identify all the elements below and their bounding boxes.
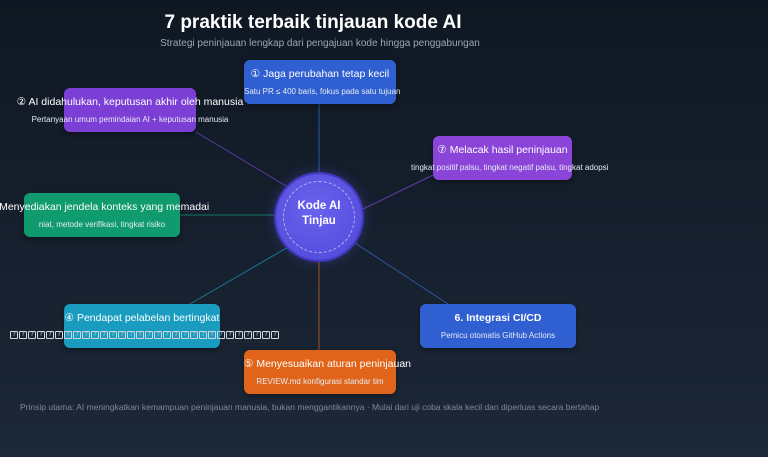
connector-node-7 [360,174,434,211]
node-5-desc: REVIEW.md konfigurasi standar tim [256,377,384,386]
missing-glyph-box: ? [145,331,153,339]
missing-glyph-box: ? [262,331,270,339]
node-5-title: ⑤ Menyesuaikan aturan peninjauan [244,358,412,370]
node-2-desc: Pertanyaan umum pemindaian AI + keputusa… [31,115,229,124]
missing-glyph-box: ? [100,331,108,339]
connector-node-2 [195,131,287,187]
missing-glyph-box: ? [19,331,27,339]
node-card-7: ⑦ Melacak hasil peninjauan tingkat posit… [411,136,608,180]
missing-glyph-box: ? [28,331,36,339]
connector-node-4 [189,245,291,305]
missing-glyph-box: ? [199,331,207,339]
missing-glyph-box: ? [154,331,162,339]
node-card-1: ① Jaga perubahan tetap kecil Satu PR ≤ 4… [244,60,401,104]
page-title: 7 praktik terbaik tinjauan kode AI [164,12,462,33]
node-card-6: 6. Integrasi CI/CD Pemicu otomatis GitHu… [420,304,576,348]
node-1-desc: Satu PR ≤ 400 baris, fokus pada satu tuj… [244,87,401,96]
missing-glyph-box: ? [244,331,252,339]
node-card-3: ③ Menyediakan jendela konteks yang memad… [0,193,209,237]
node-card-2: ② AI didahulukan, keputusan akhir oleh m… [17,88,243,132]
missing-glyph-box: ? [136,331,144,339]
node-6-desc: Pemicu otomatis GitHub Actions [440,331,556,340]
missing-glyph-box: ? [118,331,126,339]
node-2-title: ② AI didahulukan, keputusan akhir oleh m… [16,96,244,108]
missing-glyph-box: ? [217,331,225,339]
node-4-title: ④ Pendapat pelabelan bertingkat [64,312,220,324]
node-3-desc: niat, metode verifikasi, tingkat risiko [38,220,166,229]
footer-note: Prinsip utama: AI meningkatkan kemampuan… [20,402,600,412]
page-subtitle: Strategi peninjauan lengkap dari pengaju… [160,38,480,49]
node-1-title: ① Jaga perubahan tetap kecil [250,68,390,80]
missing-glyph-row: ?????????????????????????????? [10,331,279,339]
missing-glyph-box: ? [109,331,117,339]
missing-glyph-box: ? [226,331,234,339]
missing-glyph-box: ? [190,331,198,339]
missing-glyph-box: ? [235,331,243,339]
node-7-title: ⑦ Melacak hasil peninjauan [437,144,568,156]
hub-label-line1: Kode AI [297,200,341,212]
missing-glyph-box: ? [91,331,99,339]
hub-label-line2: Tinjau [302,215,336,227]
node-7-desc: tingkat positif palsu, tingkat negatif p… [411,163,609,172]
missing-glyph-box: ? [64,331,72,339]
missing-glyph-box: ? [208,331,216,339]
missing-glyph-box: ? [55,331,63,339]
missing-glyph-box: ? [10,331,18,339]
hub-dashed-ring [283,181,355,253]
missing-glyph-box: ? [253,331,261,339]
missing-glyph-box: ? [163,331,171,339]
missing-glyph-box: ? [271,331,279,339]
node-card-5: ⑤ Menyesuaikan aturan peninjauan REVIEW.… [244,350,412,394]
node-card-4: ④ Pendapat pelabelan bertingkat [64,304,220,348]
node-3-title: ③ Menyediakan jendela konteks yang memad… [0,201,210,213]
connector-node-6 [354,242,449,305]
node-6-title: 6. Integrasi CI/CD [454,312,542,324]
missing-glyph-box: ? [181,331,189,339]
missing-glyph-box: ? [46,331,54,339]
missing-glyph-box: ? [82,331,90,339]
missing-glyph-box: ? [127,331,135,339]
missing-glyph-box: ? [73,331,81,339]
missing-glyph-box: ? [37,331,45,339]
missing-glyph-box: ? [172,331,180,339]
central-hub: Kode AI Tinjau [276,174,362,260]
